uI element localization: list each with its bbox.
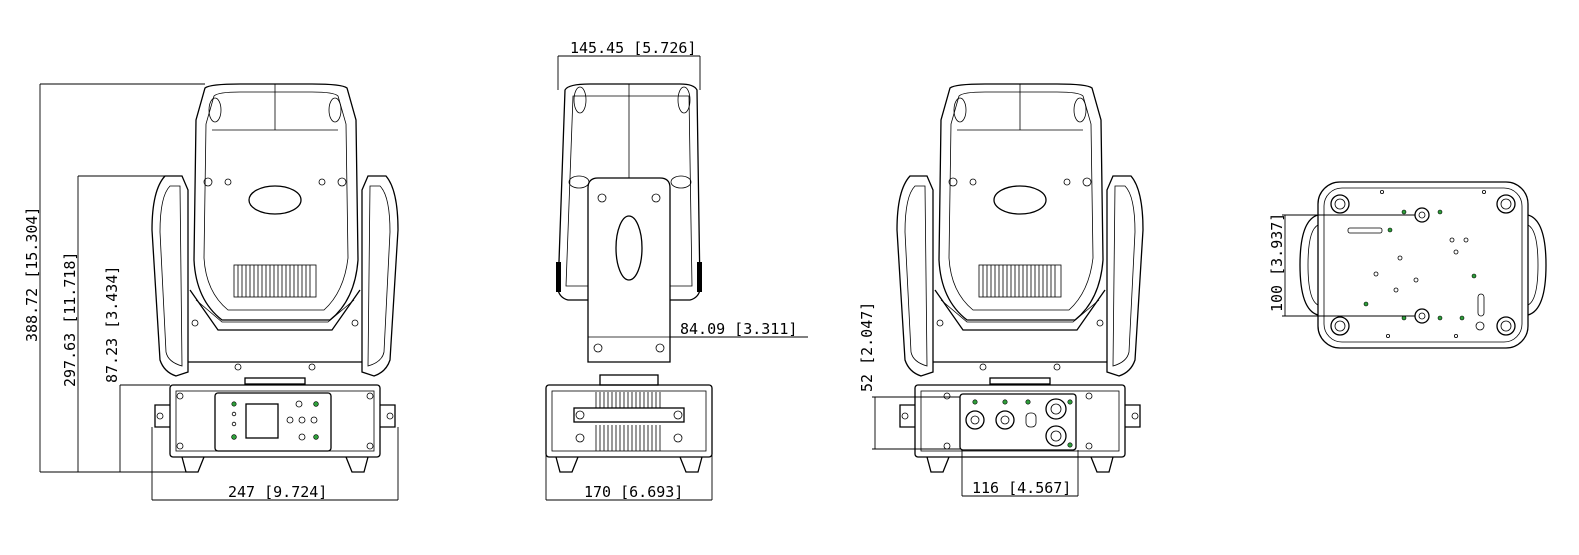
dim-rear-panel-width: 116 [4.567] — [972, 479, 1071, 497]
dim-side-offset: 84.09 [3.311] — [680, 320, 797, 338]
side-view: 145.45 [5.726] 84.09 [3.311] 170 [6.693] — [545, 39, 808, 501]
indicator-led — [1025, 399, 1031, 405]
bottom-dimensions: 100 [3.937] — [1268, 213, 1415, 317]
indicator-led — [1471, 273, 1477, 279]
indicator-led — [231, 434, 237, 440]
indicator-led — [1459, 315, 1465, 321]
indicator-led — [313, 434, 319, 440]
bottom-view: 100 [3.937] — [1268, 181, 1547, 349]
indicator-led — [1437, 315, 1443, 321]
indicator-led — [1067, 399, 1073, 405]
dim-head-height: 297.63 [11.718] — [61, 252, 79, 387]
indicator-led — [1067, 442, 1073, 448]
dim-front-width: 247 [9.724] — [228, 483, 327, 501]
indicator-led — [1002, 399, 1008, 405]
indicator-led — [313, 401, 319, 407]
indicator-led — [972, 399, 978, 405]
control-panel — [214, 392, 332, 452]
rear-base — [899, 384, 1141, 473]
indicator-led — [1437, 209, 1443, 215]
indicator-led — [1387, 227, 1393, 233]
dim-bottom-spacing: 100 [3.937] — [1268, 213, 1286, 312]
rear-view: 52 [2.047] 116 [4.567] — [858, 83, 1144, 497]
dim-overall-height: 388.72 [15.304] — [23, 207, 41, 342]
side-dimensions: 145.45 [5.726] 84.09 [3.311] 170 [6.693] — [545, 39, 808, 501]
indicator-led — [1401, 315, 1407, 321]
indicator-led — [231, 401, 237, 407]
side-base — [545, 384, 713, 473]
vent-grille — [233, 264, 317, 298]
dim-side-base-width: 170 [6.693] — [584, 483, 683, 501]
front-view: 388.72 [15.304] 297.63 [11.718] 87.23 [3… — [23, 83, 399, 501]
dim-rear-panel-height: 52 [2.047] — [858, 302, 876, 392]
front-dimensions: 388.72 [15.304] 297.63 [11.718] 87.23 [3… — [23, 83, 399, 501]
dim-side-top-width: 145.45 [5.726] — [570, 39, 696, 57]
front-base — [154, 384, 396, 473]
indicator-led — [1401, 209, 1407, 215]
connector-panel — [959, 393, 1077, 451]
rear-dimensions: 52 [2.047] 116 [4.567] — [858, 302, 1079, 497]
dim-base-height: 87.23 [3.434] — [103, 266, 121, 383]
indicator-led — [1363, 301, 1369, 307]
